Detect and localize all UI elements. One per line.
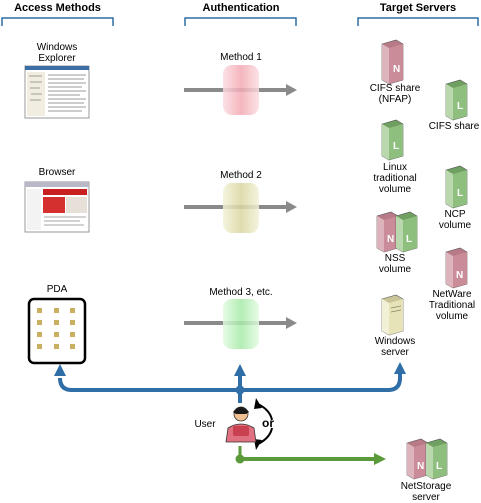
svg-text:L: L: [436, 461, 442, 472]
cifs-share-label: CIFS share: [428, 121, 480, 132]
header-bracket-access: [1, 17, 114, 26]
user-person-icon: [225, 406, 257, 443]
ncp-volume-label: NCP volume: [438, 209, 472, 231]
target-servers-header: Target Servers: [379, 2, 457, 14]
server-tower-icon: L: [445, 79, 468, 121]
cifs-nfap-label: CIFS share (NFAP): [369, 83, 421, 105]
server-tower-icon: N: [381, 39, 404, 85]
netstorage-server-label: NetStorage server: [400, 481, 452, 503]
svg-text:N: N: [417, 461, 424, 472]
svg-text:N: N: [456, 270, 463, 281]
server-tower-icon: [381, 294, 404, 336]
windows-explorer-label: Windows Explorer: [36, 42, 78, 64]
svg-text:N: N: [387, 234, 394, 245]
method-1-label: Method 1: [220, 52, 262, 63]
access-methods-header: Access Methods: [14, 2, 101, 14]
green-connector: [235, 453, 386, 465]
svg-text:L: L: [457, 188, 463, 199]
blue-arrowhead-pda: [54, 364, 66, 376]
method-2-label: Method 2: [220, 170, 262, 181]
server-tower-icon: N: [445, 247, 468, 289]
window-screenshot-icon: [24, 65, 90, 119]
server-tower-icon: N: [406, 438, 429, 480]
method-3-label: Method 3, etc.: [209, 287, 273, 298]
pda-label: PDA: [46, 284, 68, 295]
browser-screenshot-icon: [24, 181, 90, 233]
svg-text:N: N: [393, 64, 400, 75]
blue-junction-dot: [235, 385, 245, 395]
blue-connector: [58, 370, 402, 403]
header-bracket-servers: [357, 17, 479, 26]
server-tower-icon: L: [381, 119, 404, 161]
method-1-cylinder: [223, 65, 259, 115]
method-2-cylinder: [223, 183, 259, 233]
windows-server-label: Windows server: [374, 336, 416, 358]
header-bracket-auth: [184, 17, 297, 26]
linux-volume-label: Linux traditional volume: [373, 162, 417, 195]
blue-arrowhead-servers: [394, 362, 406, 374]
server-tower-icon: L: [395, 211, 418, 253]
pda-icon: [27, 297, 87, 365]
nss-volume-label: NSS volume: [378, 253, 412, 275]
svg-text:L: L: [406, 234, 412, 245]
method-3-cylinder: [223, 299, 259, 349]
server-tower-icon: L: [445, 165, 468, 209]
server-tower-icon: N: [376, 211, 399, 253]
server-tower-icon: L: [425, 438, 448, 480]
user-label: User: [194, 419, 216, 430]
authentication-header: Authentication: [202, 2, 280, 14]
or-label: or: [262, 416, 274, 430]
netware-volume-label: NetWare Traditional volume: [428, 289, 476, 322]
browser-label: Browser: [38, 167, 76, 178]
svg-text:L: L: [393, 141, 399, 152]
blue-arrowhead-auth: [234, 364, 246, 376]
svg-text:L: L: [457, 101, 463, 112]
